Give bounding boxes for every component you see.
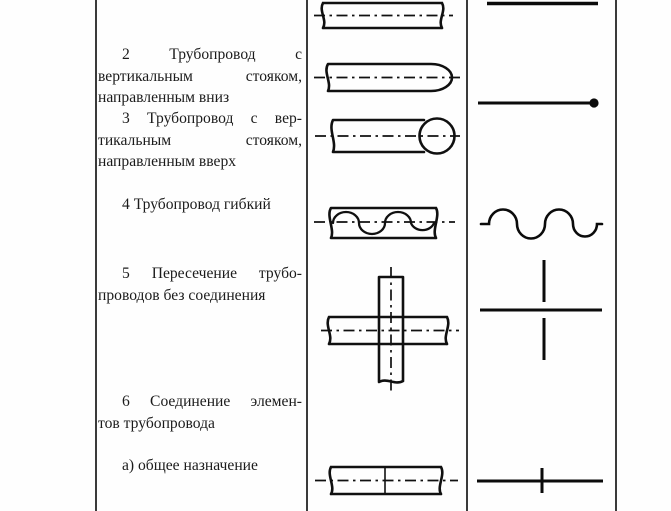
wavy-line-symbol	[479, 208, 604, 240]
row-label-line: направленным вниз	[98, 89, 230, 106]
row-label-line: вертикальным стояком,	[98, 67, 302, 85]
row-label-line: тикальным стояком,	[98, 131, 302, 149]
table-border-col4	[615, 0, 617, 511]
row-label-line: 2 Трубопровод с	[122, 46, 302, 63]
row-label-line: проводов без соединения	[98, 286, 266, 304]
row-label-line: тов трубопровода	[98, 414, 215, 432]
row-label-riser-down: 2 Трубопровод с вертикальным стояком, на…	[98, 44, 302, 109]
table-border-col3	[466, 0, 468, 511]
row-label-flexible: 4 Трубопровод гибкий	[98, 194, 302, 216]
line-with-end-dot-symbol	[478, 98, 599, 108]
pipe-riser-up-drawing	[315, 117, 460, 155]
pipe-riser-down-drawing	[314, 62, 461, 93]
pipe-flexible-drawing	[314, 206, 455, 240]
row-label-line: 4 Трубопровод гибкий	[122, 196, 271, 213]
pipe-crossing-drawing	[321, 267, 459, 394]
row-label-line: 3 Трубопровод с вер-	[122, 110, 302, 127]
pipe-joint-drawing	[315, 465, 458, 496]
row-label-line: направленным вверх	[98, 153, 237, 170]
row-label-line: 5 Пересечение трубо-	[122, 265, 302, 282]
row-label-riser-up: 3 Трубопровод с вер- тикальным стояком, …	[98, 108, 302, 173]
table-border-col2	[306, 0, 308, 511]
row-label-connection: 6 Соединение элемен- тов трубопровода	[98, 391, 302, 434]
row-label-crossing: 5 Пересечение трубо- проводов без соедин…	[98, 263, 302, 306]
row-label-line: а) общее назначение	[122, 457, 258, 474]
line-with-tick-symbol	[477, 468, 603, 493]
row-label-general-purpose: а) общее назначение	[98, 455, 302, 477]
pipe-straight-drawing	[314, 1, 453, 30]
broken-cross-symbol	[480, 260, 602, 360]
table-border-col1	[95, 0, 97, 511]
row-label-line: 6 Соединение элемен-	[122, 393, 302, 410]
